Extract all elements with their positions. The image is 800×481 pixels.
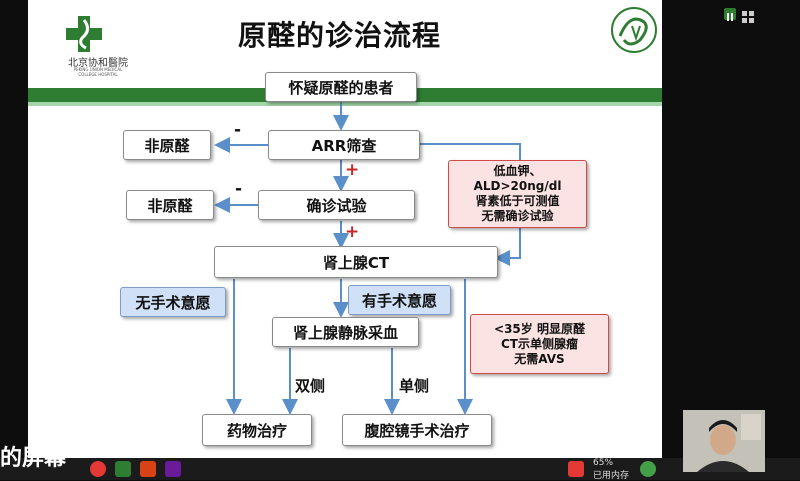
office-icon[interactable]	[140, 461, 156, 477]
non-pa-box-1: 非原醛	[123, 130, 211, 160]
slide-title: 原醛的诊治流程	[238, 19, 442, 52]
note-1-line-4: 无需确诊试验	[481, 209, 554, 223]
webcam-thumbnail	[683, 410, 765, 472]
has-surgery-box: 有手术意愿	[348, 285, 451, 315]
laparoscopic-surgery-box: 腹腔镜手术治疗	[342, 414, 492, 446]
bilateral-label: 双侧	[295, 377, 326, 395]
avs-box: 肾上腺静脉采血	[272, 317, 419, 347]
grid-icon[interactable]	[742, 8, 754, 23]
confirm-test-box: 确诊试验	[258, 190, 415, 220]
presentation-slide: 北京协和醫院 PEKING UNION MEDICAL COLLEGE HOSP…	[28, 0, 662, 458]
header-band-accent	[28, 102, 662, 106]
minus-sign-1: -	[234, 120, 242, 140]
minus-sign-2: -	[235, 179, 243, 199]
note-1-line-2: ALD>20ng/dl	[473, 179, 562, 193]
browser-icon[interactable]	[90, 461, 106, 477]
drug-therapy-box: 药物治疗	[202, 414, 312, 446]
plus-sign-1: +	[345, 160, 360, 180]
hospital-name-en-1: PEKING UNION MEDICAL	[73, 67, 123, 72]
screen-share-controls	[718, 6, 798, 23]
flow-arrows	[214, 101, 521, 415]
arr-screening-box: ARR筛查	[268, 130, 420, 160]
tray-app-icon[interactable]	[568, 461, 584, 477]
hospital-name-cn: 北京协和醫院	[68, 58, 128, 69]
note-box-2: <35岁 明显原醛 CT示单侧腺瘤 无需AVS	[470, 314, 609, 374]
memory-label: 已用内存	[593, 471, 630, 481]
non-pa-box-2: 非原醛	[126, 190, 214, 220]
plus-sign-2: +	[345, 222, 360, 242]
app-icon[interactable]	[165, 461, 181, 477]
hospital-name-en-2: COLLEGE HOSPITAL	[78, 72, 118, 77]
pause-icon[interactable]	[724, 8, 736, 21]
note-1-line-3: 肾素低于可测值	[475, 194, 560, 208]
note-box-1: 低血钾、 ALD>20ng/dl 肾素低于可测值 无需确诊试验	[448, 160, 587, 228]
no-surgery-box: 无手术意愿	[120, 287, 226, 317]
wechat-icon[interactable]	[115, 461, 131, 477]
unilateral-label: 单侧	[399, 377, 430, 395]
suspected-patient-box: 怀疑原醛的患者	[265, 72, 417, 102]
memory-percent: 65%	[593, 458, 614, 468]
tray-icon[interactable]	[640, 461, 656, 477]
note-2-line-2: CT示单侧腺瘤	[501, 336, 578, 351]
screen-caption: 的屏幕	[0, 446, 67, 471]
adrenal-ct-box: 肾上腺CT	[214, 246, 498, 278]
pumch-emblem-icon	[610, 6, 658, 54]
taskbar	[0, 458, 800, 480]
note-2-line-1: <35岁 明显原醛	[494, 321, 585, 336]
note-2-line-3: 无需AVS	[514, 351, 565, 366]
note-1-line-1: 低血钾、	[493, 164, 542, 178]
hospital-logo-icon: 北京协和醫院 PEKING UNION MEDICAL COLLEGE HOSP…	[48, 8, 148, 78]
